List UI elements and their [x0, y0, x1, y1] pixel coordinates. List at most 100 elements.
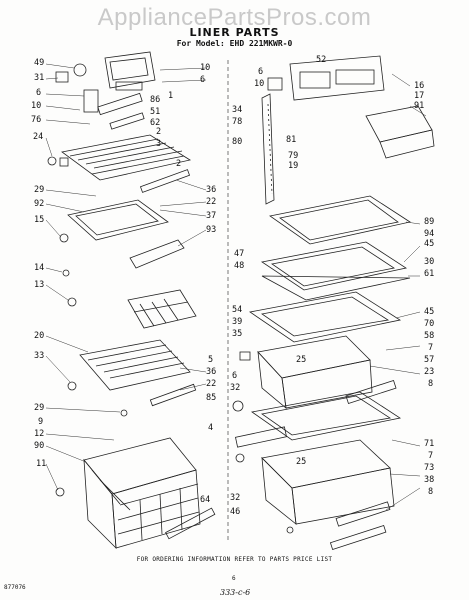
- callout-25b: 25: [296, 457, 307, 467]
- callout-19: 19: [288, 161, 299, 171]
- callout-73: 73: [424, 463, 435, 473]
- callout-54: 54: [232, 305, 243, 315]
- callout-32b: 32: [230, 493, 241, 503]
- callout-35: 35: [232, 329, 243, 339]
- ice-tray: [127, 289, 197, 329]
- callout-49: 49: [34, 58, 45, 68]
- callout-38: 38: [424, 475, 435, 485]
- callout-52: 52: [316, 55, 327, 65]
- callout-51: 51: [150, 107, 161, 117]
- callout-r6b: 6: [232, 371, 238, 381]
- callout-34: 34: [232, 105, 243, 115]
- callout-2b: 2: [176, 159, 182, 169]
- callout-62: 62: [150, 118, 161, 128]
- callout-24: 24: [33, 132, 44, 142]
- callout-17: 17: [414, 91, 425, 101]
- callout-94: 94: [424, 229, 435, 239]
- wire-basket: [83, 437, 201, 550]
- callout-9: 9: [38, 417, 44, 427]
- glass-shelf-lower: [250, 391, 402, 441]
- callout-4: 4: [208, 423, 214, 433]
- callout-37: 37: [206, 211, 217, 221]
- figure-code: 877076: [4, 584, 26, 591]
- callout-57: 57: [424, 355, 435, 365]
- callout-22b: 22: [206, 379, 217, 389]
- callout-61: 61: [424, 269, 435, 279]
- glass-shelf-right-2: [260, 241, 408, 291]
- model-line: For Model: EHD 221MKWR-0: [176, 39, 293, 48]
- callout-46: 46: [230, 507, 241, 517]
- callout-3: 3: [156, 139, 162, 149]
- control-housing: [104, 51, 156, 91]
- callout-70: 70: [424, 319, 435, 329]
- callout-7: 7: [428, 343, 434, 353]
- callout-48: 48: [234, 261, 245, 271]
- callout-10b: 10: [200, 63, 211, 73]
- callout-30: 30: [424, 257, 435, 267]
- glass-shelf-right-3: [248, 291, 402, 343]
- callout-12: 12: [34, 429, 45, 439]
- callout-32: 32: [230, 383, 241, 393]
- callout-r6: 6: [258, 67, 264, 77]
- callout-14: 14: [34, 263, 45, 273]
- callout-15: 15: [34, 215, 45, 225]
- wire-shelf-middle: [79, 339, 191, 391]
- callout-36: 36: [206, 185, 217, 195]
- callout-86: 86: [150, 95, 161, 105]
- watermark: AppliancePartsPros.com: [97, 4, 372, 31]
- handwritten-note: 333-c-6: [220, 588, 251, 597]
- callout-71: 71: [424, 439, 435, 449]
- callout-78: 78: [232, 117, 243, 127]
- callout-13: 13: [34, 280, 45, 290]
- callout-31: 31: [34, 73, 45, 83]
- callout-10: 10: [31, 101, 42, 111]
- callout-6: 6: [36, 88, 42, 98]
- callout-29b: 29: [34, 403, 45, 413]
- ordering-note: FOR ORDERING INFORMATION REFER TO PARTS …: [136, 556, 333, 563]
- callout-8: 8: [428, 379, 434, 389]
- callout-23: 23: [424, 367, 435, 377]
- callout-33: 33: [34, 351, 45, 361]
- right-control-panel: [289, 55, 385, 101]
- callout-58: 58: [424, 331, 435, 341]
- callout-8b: 8: [428, 487, 434, 497]
- callout-91: 91: [414, 101, 425, 111]
- callout-85: 85: [206, 393, 217, 403]
- callout-39: 39: [232, 317, 243, 327]
- glass-shelf-right-1: [269, 195, 412, 245]
- callout-45: 45: [424, 239, 435, 249]
- callout-11: 11: [36, 459, 47, 469]
- callout-81: 81: [286, 135, 297, 145]
- glass-shelf-left: [67, 199, 169, 241]
- callout-6b: 6: [200, 75, 206, 85]
- callout-89: 89: [424, 217, 435, 227]
- callout-64: 64: [200, 495, 211, 505]
- crisper-drawer-lower: [261, 439, 395, 525]
- callout-29: 29: [34, 185, 45, 195]
- callout-76: 76: [31, 115, 42, 125]
- callout-79: 79: [288, 151, 299, 161]
- callout-45b: 45: [424, 307, 435, 317]
- callout-1: 1: [168, 91, 174, 101]
- dairy-bin: [365, 105, 435, 159]
- callout-80: 80: [232, 137, 243, 147]
- crisper-drawer-upper: [257, 335, 373, 409]
- callout-90: 90: [34, 441, 45, 451]
- page-number: 6: [232, 575, 236, 582]
- callout-16: 16: [414, 81, 425, 91]
- callout-5: 5: [208, 355, 214, 365]
- callout-36b: 36: [206, 367, 217, 377]
- callout-25: 25: [296, 355, 307, 365]
- callout-7b: 7: [428, 451, 434, 461]
- callout-20: 20: [34, 331, 45, 341]
- callout-2: 2: [156, 127, 162, 137]
- wire-shelf-top: [61, 134, 192, 181]
- page-title: LINER PARTS: [189, 26, 280, 39]
- callout-92: 92: [34, 199, 45, 209]
- callout-r10: 10: [254, 79, 265, 89]
- callout-47: 47: [234, 249, 245, 259]
- callout-93: 93: [206, 225, 217, 235]
- callout-22: 22: [206, 197, 217, 207]
